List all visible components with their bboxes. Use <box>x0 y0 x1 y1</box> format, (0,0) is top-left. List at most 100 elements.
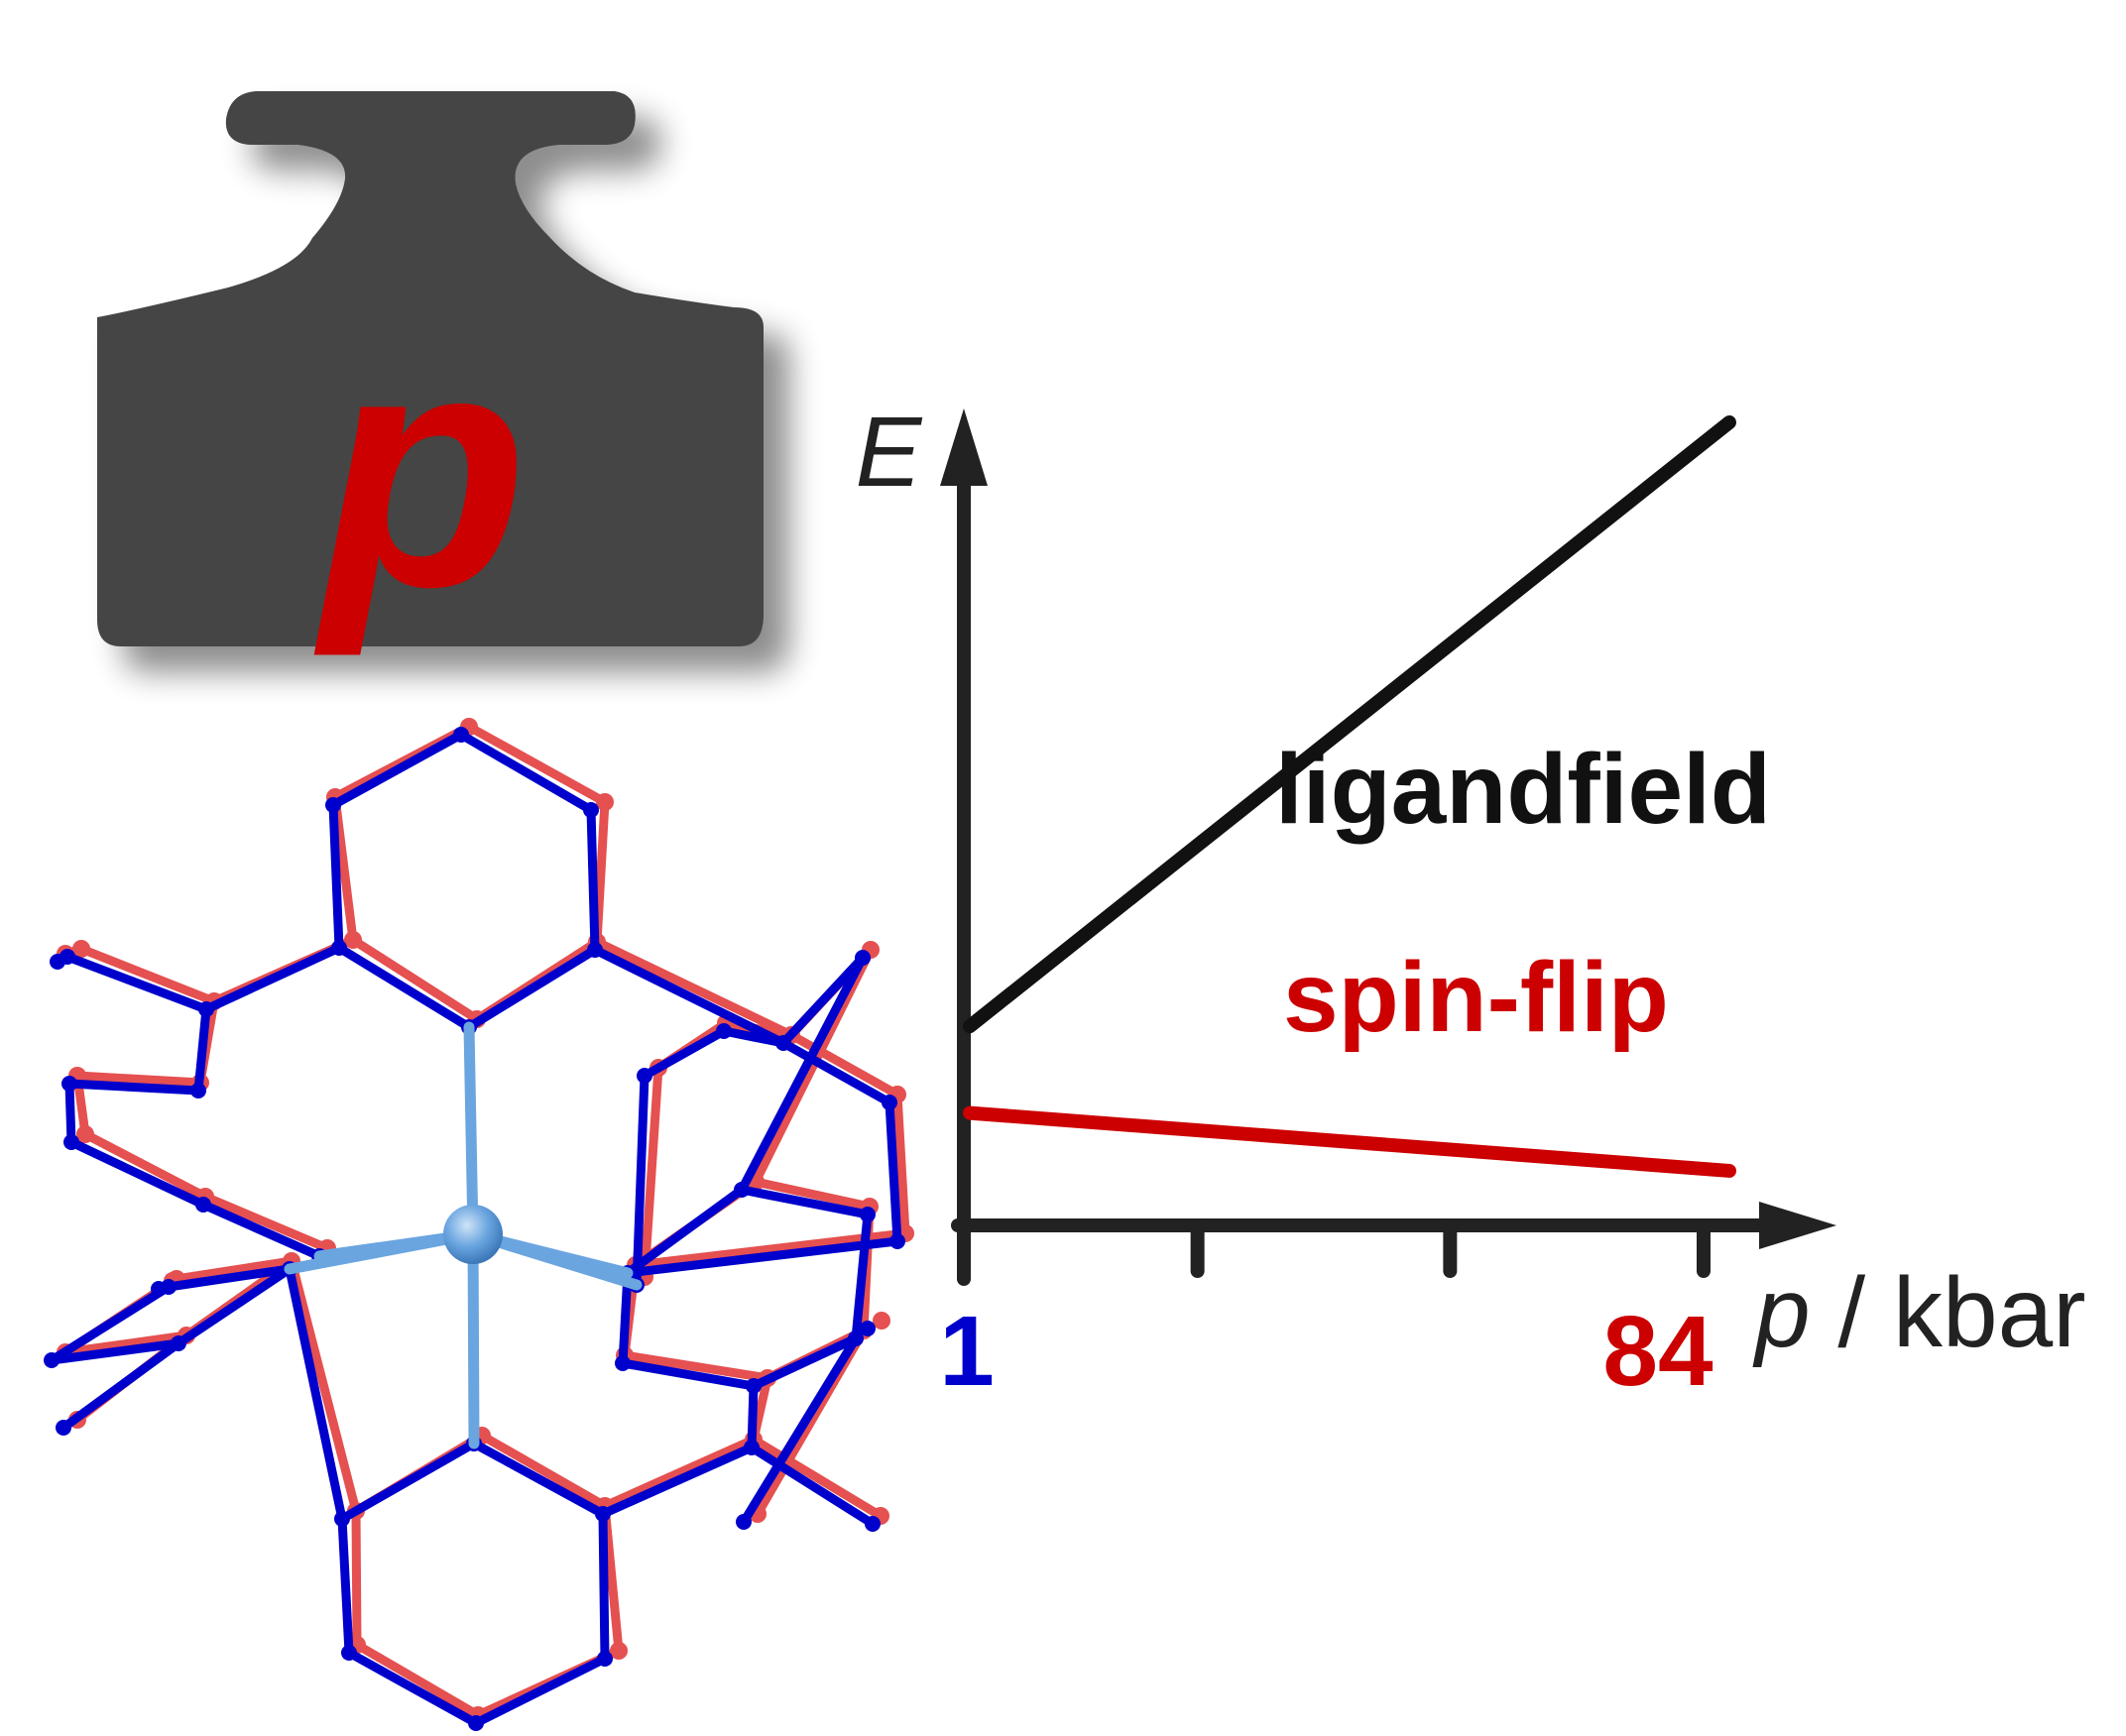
pressure-weight-icon: p <box>97 91 764 658</box>
atom <box>468 1715 484 1731</box>
atom <box>190 1083 206 1099</box>
bond <box>592 937 796 1040</box>
bond <box>337 1439 479 1524</box>
bond <box>351 1506 362 1650</box>
atom <box>860 1321 876 1336</box>
bond <box>590 945 788 1048</box>
bond <box>892 1090 910 1238</box>
coordination-bond <box>284 1228 479 1275</box>
bond <box>80 1129 210 1202</box>
atom <box>734 1182 750 1198</box>
atom <box>331 940 347 956</box>
tick-label-end: 84 <box>1602 1296 1713 1407</box>
bond <box>598 1509 610 1664</box>
atom <box>855 950 871 966</box>
metal-center <box>284 1021 643 1449</box>
bond <box>464 945 600 1032</box>
atom <box>595 1506 611 1522</box>
y-axis-label: E <box>856 397 923 508</box>
bond <box>623 1236 902 1278</box>
bond <box>64 1079 203 1096</box>
bond <box>62 952 211 1014</box>
atom <box>44 1352 59 1368</box>
y-axis-arrowhead <box>940 408 988 486</box>
bond <box>477 1431 610 1511</box>
bond <box>851 1210 873 1343</box>
bond <box>344 1648 481 1728</box>
bond <box>469 1439 608 1519</box>
atom <box>615 1355 631 1371</box>
bond <box>747 1381 759 1452</box>
bond <box>47 1282 174 1365</box>
bond <box>201 943 344 1014</box>
x-ticks <box>957 1218 1711 1278</box>
bond <box>64 1079 76 1147</box>
atom <box>171 1335 186 1351</box>
x-axis-unit: / kbar <box>1811 1257 2086 1368</box>
bond <box>749 1435 886 1521</box>
series-line-spin-flip <box>963 1105 1736 1178</box>
bond <box>60 1331 191 1357</box>
series-label-spin-flip: spin-flip <box>1283 942 1669 1053</box>
bond <box>739 1333 861 1527</box>
atom <box>198 1001 214 1017</box>
bond <box>620 1350 772 1383</box>
bond <box>72 1071 205 1088</box>
atom <box>587 942 603 958</box>
bond <box>631 1228 910 1270</box>
bond <box>778 953 868 1048</box>
atom <box>151 1281 167 1297</box>
bond <box>749 1333 861 1391</box>
bond <box>285 1264 347 1524</box>
series-label-ligandfield: ligandfield <box>1275 734 1771 845</box>
bond <box>352 1640 483 1720</box>
bond <box>747 1443 878 1529</box>
atom <box>72 940 90 958</box>
atom <box>344 931 362 949</box>
atom <box>61 1076 77 1092</box>
bond <box>66 1137 208 1210</box>
bond <box>885 1098 902 1246</box>
bond <box>328 800 344 953</box>
bond <box>618 1358 759 1391</box>
x-axis-label: p / kbar <box>1752 1257 2086 1368</box>
atom <box>848 1331 864 1346</box>
bond <box>778 1038 894 1107</box>
series-lines <box>963 415 1736 1178</box>
atom <box>341 1645 357 1661</box>
coordination-bond <box>467 1228 480 1449</box>
bond <box>59 1338 183 1433</box>
bond <box>632 1071 650 1290</box>
bond <box>719 1026 788 1048</box>
atom <box>325 797 341 813</box>
bond <box>334 943 474 1032</box>
bond <box>737 953 868 1195</box>
atom <box>63 1134 79 1150</box>
bond <box>348 935 482 1024</box>
atom <box>453 727 469 743</box>
bond <box>456 730 596 815</box>
molecular-structure-overlay <box>44 718 914 1731</box>
atom <box>56 1420 71 1436</box>
tick-label-start: 1 <box>939 1296 995 1407</box>
bond <box>751 1177 875 1212</box>
atom <box>882 1095 897 1110</box>
bond <box>47 1338 183 1365</box>
atom <box>775 1035 791 1051</box>
bond <box>328 730 466 810</box>
x-axis-arrowhead <box>1759 1202 1836 1249</box>
series-line-ligandfield <box>963 415 1736 1034</box>
atom <box>583 802 599 818</box>
bond <box>586 805 600 955</box>
energy-pressure-chart: E p / kbar 1 84 ligandfield spin-flip <box>856 397 2086 1407</box>
atom <box>610 1642 628 1660</box>
bond <box>598 1443 757 1519</box>
atom <box>637 1068 652 1084</box>
metal-atom <box>443 1205 503 1264</box>
bond <box>618 1268 633 1368</box>
bond <box>193 1004 211 1096</box>
atom <box>865 1516 881 1532</box>
bond <box>737 1185 873 1219</box>
atom <box>746 1378 762 1394</box>
